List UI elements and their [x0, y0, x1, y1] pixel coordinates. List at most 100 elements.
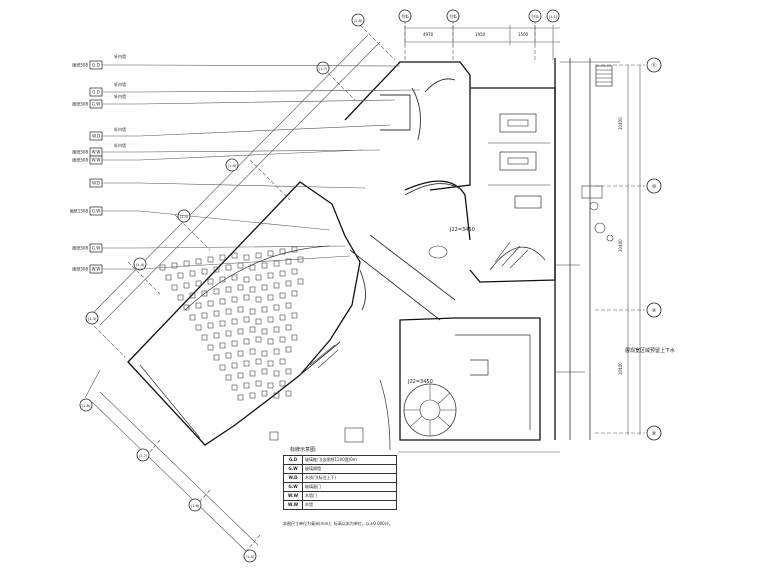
seat: [237, 350, 244, 357]
seat: [279, 314, 286, 321]
grid-bubble-right-2: [646, 178, 662, 194]
svg-text:(1-5): (1-5): [246, 555, 255, 559]
seat: [201, 290, 208, 297]
svg-text:⑫b: ⑫b: [449, 13, 456, 20]
door-tag-label: 图纸508: [72, 266, 88, 272]
spiral-stair-south: [403, 359, 489, 437]
seat: [255, 336, 262, 343]
central-curves: [269, 78, 463, 443]
seat: [237, 394, 244, 401]
door-tag: G.D: [89, 87, 421, 97]
svg-text:(1-6): (1-6): [228, 164, 237, 168]
seat: [225, 352, 232, 359]
seat: [273, 348, 280, 355]
seat: [273, 392, 280, 399]
seat: [219, 298, 226, 305]
door-tag-label: 图纸508: [72, 62, 88, 68]
door-tag: W.W 图纸508: [72, 255, 351, 274]
seat: [219, 342, 226, 349]
door-tag-code: W.W: [92, 267, 101, 272]
seat: [255, 318, 262, 325]
seat: [243, 294, 250, 301]
seat: [285, 390, 292, 397]
seat: [243, 338, 250, 345]
seat: [231, 318, 238, 325]
seat: [165, 274, 172, 281]
seat: [273, 326, 280, 333]
seat: [177, 294, 184, 301]
seat: [267, 272, 274, 279]
door-tag: G.D 图纸508: [72, 60, 401, 70]
seat: [171, 262, 178, 269]
seat: [237, 372, 244, 379]
seat: [207, 322, 214, 329]
seat: [261, 368, 268, 375]
left-diagonal-axes: (1-8) (1-7) (1-6) (1-5) (1-4) (1-3): [85, 13, 396, 358]
stair-reserve-note: 展现宽区域预留上下水: [625, 348, 676, 354]
door-tag: W.D: [89, 124, 391, 141]
seat: [231, 384, 238, 391]
seat: [201, 312, 208, 319]
seat: [225, 374, 232, 381]
grid-bubble-top-1: [398, 9, 412, 23]
wall-type-label: 轩内墙: [114, 142, 126, 148]
svg-text:(1-5): (1-5): [180, 215, 189, 219]
seat: [267, 316, 274, 323]
grid-bubble-top-3: [528, 9, 542, 23]
svg-text:(1-8): (1-8): [354, 19, 363, 23]
seat: [231, 362, 238, 369]
seat: [267, 382, 274, 389]
door-tag-code: G.W: [92, 209, 100, 214]
svg-text:10400: 10400: [618, 117, 623, 130]
dim-top-2: 1950: [475, 32, 486, 37]
seat: [261, 328, 268, 335]
door-tag-code: G.D: [92, 63, 99, 68]
meeting-tables: [488, 113, 614, 242]
seat: [255, 380, 262, 387]
wall-type-label: 轩内墙: [114, 53, 126, 59]
dim-top-1: 4970: [423, 32, 434, 37]
seat: [219, 276, 226, 283]
seat: [261, 284, 268, 291]
seat: [279, 292, 286, 299]
seat: [231, 274, 238, 281]
door-tag-code: W.D: [92, 181, 100, 186]
svg-text:(1-6): (1-6): [191, 504, 200, 508]
seat: [285, 324, 292, 331]
seat: [273, 282, 280, 289]
spiral-stair-north: [489, 241, 546, 271]
seat: [231, 296, 238, 303]
seat: [243, 254, 250, 261]
svg-text:10400: 10400: [618, 362, 623, 375]
seat: [249, 326, 256, 333]
seat: [249, 348, 256, 355]
seat: [243, 276, 250, 283]
svg-text:⑮b: ⑮b: [401, 13, 408, 20]
seat: [213, 266, 220, 273]
grid-bubble-right-4: [646, 425, 662, 441]
seat: [279, 248, 286, 255]
grid-bubble-right-3: [646, 302, 662, 318]
svg-text:(1-8): (1-8): [82, 404, 91, 408]
top-grid-axes: 4970 1950 1500 ⑮b ⑫b ⑬a (1-1): [398, 9, 560, 60]
seat: [291, 246, 298, 253]
svg-text:(1-7): (1-7): [319, 67, 328, 71]
svg-text:10400: 10400: [618, 239, 623, 252]
seat: [183, 304, 190, 311]
seat: [249, 286, 256, 293]
seat: [273, 304, 280, 311]
door-tag-code: G.W: [92, 246, 100, 251]
svg-text:⑧: ⑧: [652, 431, 657, 437]
seat: [261, 306, 268, 313]
seat: [285, 280, 292, 287]
seat: [279, 358, 286, 365]
